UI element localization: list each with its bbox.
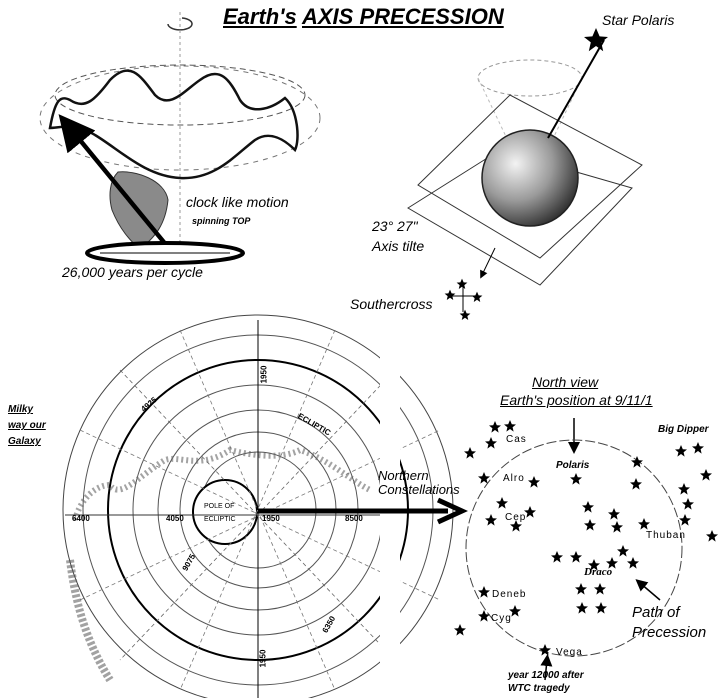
constellation-star-icon bbox=[570, 473, 582, 485]
constellation-star-icon bbox=[678, 483, 690, 495]
constellation-star-icon bbox=[464, 447, 476, 459]
constellation-star-icon bbox=[496, 497, 508, 509]
constellation-star-icon bbox=[454, 624, 466, 636]
constellation-star-icon bbox=[627, 557, 639, 569]
star-chart bbox=[62, 314, 469, 698]
constellation-star-icon bbox=[595, 602, 607, 614]
globe-cone-ellipse bbox=[477, 59, 583, 97]
constellation-star-icon bbox=[700, 469, 712, 481]
constellation-star-icon bbox=[539, 644, 551, 656]
path-label-1: Path of bbox=[632, 604, 680, 621]
constellation-star-icon bbox=[630, 478, 642, 490]
year-label-8500: 8500 bbox=[345, 514, 363, 523]
tilt-label: Axis tilte bbox=[372, 238, 425, 254]
polaris-star-icon bbox=[584, 28, 608, 52]
spinning-top-label: spinning TOP bbox=[192, 216, 251, 226]
star-label-alro: Alro bbox=[503, 473, 525, 484]
north-view-chart bbox=[454, 418, 718, 681]
constellation-star-icon bbox=[584, 519, 596, 531]
cycle-label: 26,000 years per cycle bbox=[62, 264, 203, 280]
precession-ellipse-top bbox=[54, 64, 306, 126]
path-label-2: Precession bbox=[632, 624, 707, 641]
star-label-deneb: Deneb bbox=[492, 589, 527, 600]
constellation-star-icon bbox=[485, 514, 497, 526]
constellation-star-icon bbox=[608, 508, 620, 520]
milky-way-label-2: way our bbox=[8, 420, 46, 431]
constellation-star-icon bbox=[638, 518, 650, 530]
year-label-1950-center: 1950 bbox=[262, 514, 280, 523]
northern-label-1: Northern bbox=[378, 468, 429, 483]
pole-label-2: ECLIPTIC bbox=[204, 516, 236, 523]
precession-ellipse-outer bbox=[39, 65, 321, 171]
earth-axis-line bbox=[547, 39, 605, 139]
pole-of-ecliptic-circle bbox=[192, 479, 258, 545]
tilt-value: 23° 27" bbox=[372, 218, 418, 234]
orbital-plane-1 bbox=[417, 94, 643, 259]
star-label-cyg: Cyg bbox=[491, 613, 512, 624]
constellation-star-icon bbox=[611, 521, 623, 533]
constellation-star-icon bbox=[617, 545, 629, 557]
north-view-heading-2: Earth's position at 9/11/1 bbox=[500, 392, 653, 408]
southern-cross-icon bbox=[444, 278, 483, 321]
year-label-1950-bottom: 1950 bbox=[258, 649, 268, 668]
northern-label-2: Constellations bbox=[378, 482, 460, 497]
orbital-plane-2 bbox=[407, 149, 633, 286]
star-label-polaris: Polaris bbox=[556, 460, 590, 471]
south-axis-arrow bbox=[480, 247, 496, 279]
constellation-star-icon bbox=[576, 602, 588, 614]
southern-cross-label: Southercross bbox=[350, 296, 433, 312]
star-label-cas: Cas bbox=[506, 434, 527, 445]
constellation-star-icon bbox=[570, 551, 582, 563]
precession-path-circle bbox=[465, 439, 683, 657]
spinning-top-diagram bbox=[39, 12, 321, 265]
title-axis-precession: AXIS PRECESSION bbox=[302, 4, 504, 29]
constellation-star-icon bbox=[528, 476, 540, 488]
milky-way-label-3: Galaxy bbox=[8, 436, 41, 447]
title-earths: Earth's bbox=[223, 4, 297, 29]
star-label-vega: Vega bbox=[556, 647, 583, 658]
constellation-star-icon bbox=[679, 514, 691, 526]
year-label-4050: 4050 bbox=[166, 514, 184, 523]
clock-motion-label: clock like motion bbox=[186, 194, 289, 210]
constellation-star-icon bbox=[675, 445, 687, 457]
constellation-star-icon bbox=[489, 421, 501, 433]
constellation-star-icon bbox=[706, 530, 718, 542]
milky-way-label-1: Milky bbox=[8, 404, 34, 415]
constellation-star-icon bbox=[551, 551, 563, 563]
constellation-star-icon bbox=[478, 610, 490, 622]
star-polaris-label: Star Polaris bbox=[602, 12, 675, 28]
star-label-cep: Cep bbox=[505, 512, 527, 523]
star-label-thuban: Thuban bbox=[646, 530, 686, 541]
constellation-star-icon bbox=[485, 437, 497, 449]
year-label-6400: 6400 bbox=[72, 514, 90, 523]
year-label-1950-top: 1950 bbox=[259, 365, 269, 384]
rotation-arrow-icon bbox=[167, 17, 193, 31]
page-title: Earth's AXIS PRECESSION bbox=[223, 4, 504, 30]
constellation-star-icon bbox=[504, 420, 516, 432]
constellation-star-icon bbox=[682, 498, 694, 510]
constellation-star-icon bbox=[692, 442, 704, 454]
constellation-star-icon bbox=[478, 586, 490, 598]
constellation-star-icon bbox=[582, 501, 594, 513]
big-dipper-label: Big Dipper bbox=[658, 424, 709, 435]
wobble-curve bbox=[48, 69, 299, 180]
constellation-star-icon bbox=[594, 583, 606, 595]
star-label-draco: Draco bbox=[584, 566, 613, 578]
constellation-star-icon bbox=[631, 456, 643, 468]
constellation-star-icon bbox=[575, 583, 587, 595]
vega-note-2: WTC tragedy bbox=[508, 683, 570, 694]
north-view-heading-1: North view bbox=[532, 374, 599, 390]
axis-arrow bbox=[58, 114, 174, 254]
earth-globe bbox=[481, 129, 579, 227]
globe-diagram bbox=[407, 28, 643, 321]
pole-label-1: POLE OF bbox=[204, 503, 235, 510]
vega-note-1: year 12000 after bbox=[508, 670, 584, 681]
